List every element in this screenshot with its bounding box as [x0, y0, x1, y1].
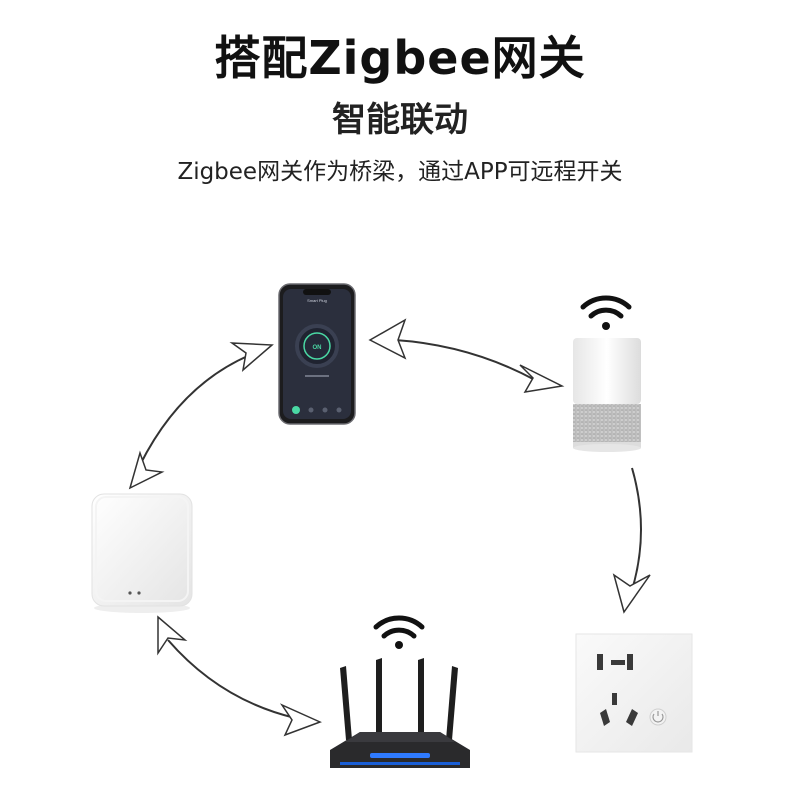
wall-socket: [575, 633, 693, 753]
arrow-speaker-socket: [612, 467, 651, 614]
smartphone: Smart Plug ON: [278, 283, 356, 425]
page-subtitle: 智能联动: [332, 100, 468, 140]
router-light: [370, 753, 430, 758]
page-description: Zigbee网关作为桥梁，通过APP可远程开关: [177, 159, 623, 185]
arrow-phone-speaker: [368, 318, 565, 393]
router: [330, 658, 470, 768]
power-button-label: ON: [313, 345, 322, 351]
power-toggle-icon: [292, 406, 300, 414]
zigbee-hub: [91, 493, 193, 613]
page-title: 搭配Zigbee网关: [214, 31, 586, 85]
wifi-icon: [373, 615, 425, 649]
arrow-phone-hub: [128, 342, 274, 490]
wifi-icon: [580, 295, 632, 330]
arrow-hub-router: [157, 615, 322, 737]
app-title: Smart Plug: [307, 298, 327, 303]
smart-speaker: [573, 338, 641, 452]
power-icon: [649, 708, 667, 726]
